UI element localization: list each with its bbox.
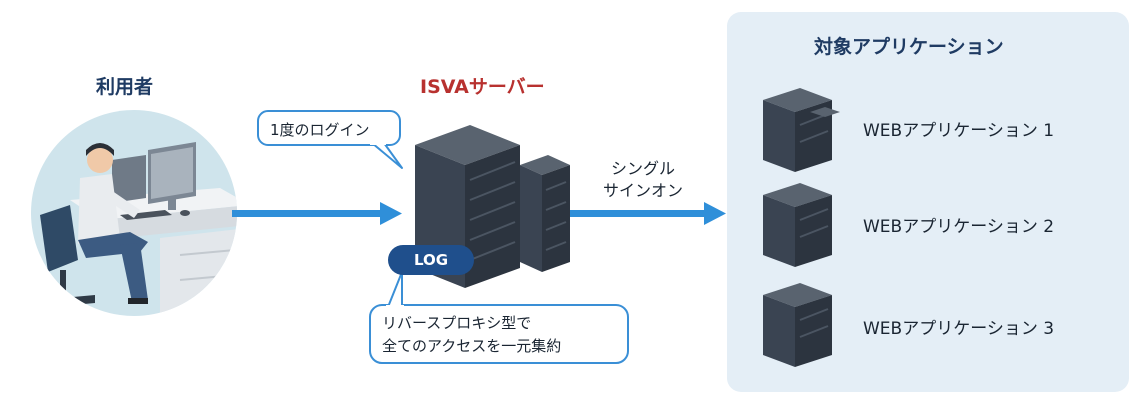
app-server-icon-1 [763, 88, 840, 172]
user-illustration [31, 110, 237, 316]
app-label-3: WEBアプリケーション 3 [863, 319, 1055, 339]
proxy-bubble-line1: リバースプロキシ型で [382, 314, 532, 332]
isva-title: ISVAサーバー [420, 76, 545, 98]
log-badge: LOG [388, 245, 474, 275]
arrow-isva-to-apps [570, 202, 726, 225]
app-label-1: WEBアプリケーション 1 [863, 121, 1055, 141]
login-speech-bubble [257, 110, 403, 169]
proxy-speech-bubble [369, 271, 629, 364]
sso-label-line1: シングル [610, 159, 675, 178]
sso-label-line2: サインオン [602, 181, 683, 200]
sso-label: シングル サインオン [588, 158, 698, 202]
login-bubble-text: 1度のログイン [270, 121, 370, 139]
user-title: 利用者 [96, 76, 154, 98]
app-server-icon-2 [763, 183, 832, 267]
arrow-user-to-isva [232, 202, 402, 225]
app-label-2: WEBアプリケーション 2 [863, 217, 1055, 237]
app-server-icon-3 [763, 283, 832, 367]
target-apps-title: 対象アプリケーション [814, 36, 1004, 58]
proxy-bubble-line2: 全てのアクセスを一元集約 [382, 337, 562, 355]
